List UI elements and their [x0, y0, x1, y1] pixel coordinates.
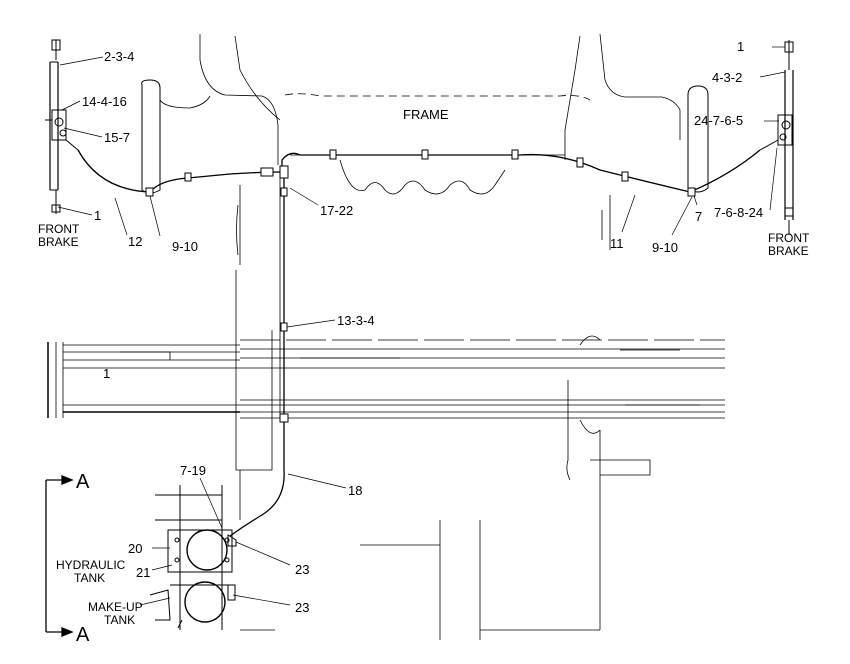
left-brake-assembly [45, 39, 79, 214]
callout-15-7: 15-7 [104, 130, 130, 145]
line-clips [145, 149, 696, 423]
right-brake-assembly [759, 40, 794, 235]
callout-1-crossmember: 1 [103, 366, 110, 381]
hydraulic-tank-label-line2: TANK [74, 571, 105, 585]
labels: FRAME FRONT BRAKE FRONT BRAKE HYDRAULIC … [38, 39, 810, 646]
callout-12: 12 [128, 234, 142, 249]
makeup-tank-label-line2: TANK [104, 613, 135, 627]
frame-label: FRAME [403, 107, 449, 122]
callout-11: 11 [610, 236, 624, 251]
callout-17-22: 17-22 [320, 203, 353, 218]
callout-20: 20 [128, 541, 142, 556]
callout-14-4-16: 14-4-16 [82, 94, 127, 109]
callout-7: 7 [695, 209, 702, 224]
callout-7-19: 7-19 [180, 463, 206, 478]
frame-outline [159, 33, 681, 640]
callout-23-bottom: 23 [295, 600, 309, 615]
callout-9-10-left: 9-10 [172, 239, 198, 254]
callout-2-3-4: 2-3-4 [104, 49, 134, 64]
cross-member [47, 335, 725, 434]
callout-13-3-4: 13-3-4 [337, 313, 375, 328]
callout-18: 18 [348, 483, 362, 498]
callout-1-left: 1 [94, 208, 101, 223]
front-brake-left-line1: FRONT [38, 222, 80, 236]
callout-4-3-2: 4-3-2 [712, 70, 742, 85]
hydraulic-tank-label-line1: HYDRAULIC [56, 558, 126, 572]
hydraulic-tank-assembly [149, 485, 237, 630]
callout-21: 21 [136, 565, 150, 580]
front-brake-right-line2: BRAKE [768, 244, 809, 258]
right-cylinder [687, 85, 709, 193]
section-a-marker [45, 475, 74, 637]
callout-1-right: 1 [737, 39, 744, 54]
callout-7-6-8-24: 7-6-8-24 [714, 205, 763, 220]
leader-lines [57, 46, 786, 606]
brake-lines [77, 149, 761, 537]
section-a-bottom-label: A [76, 624, 90, 646]
left-cylinder [141, 79, 161, 194]
section-a-top-label: A [76, 471, 90, 493]
callout-23-top: 23 [295, 562, 309, 577]
callout-9-10-right: 9-10 [652, 240, 678, 255]
front-brake-left-line2: BRAKE [38, 235, 79, 249]
makeup-tank-label-line1: MAKE-UP [88, 600, 143, 614]
front-brake-right-line1: FRONT [768, 231, 810, 245]
callout-24-7-6-5: 24-7-6-5 [694, 113, 743, 128]
